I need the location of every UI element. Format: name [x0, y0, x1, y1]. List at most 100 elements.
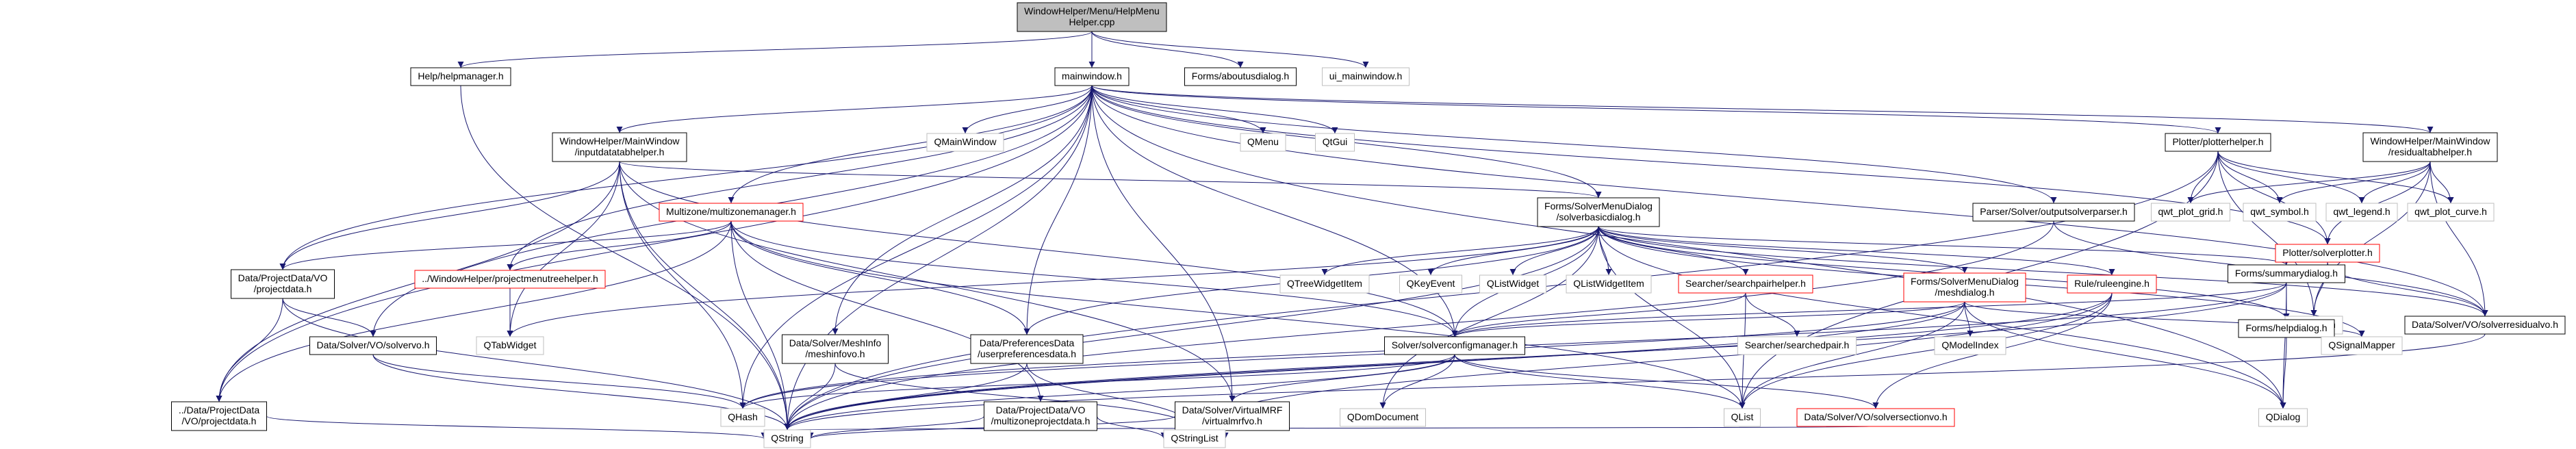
- node-box: [1566, 274, 1652, 294]
- edge-mainwindow-to-virtualmrf: [1091, 85, 1236, 402]
- edge-mainwindow-to-qstring: [784, 85, 1093, 431]
- node-helpdialog[interactable]: Forms/helpdialog.h: [2238, 319, 2335, 338]
- edge-residualtabhelper-to-qwt-plot-grid: [2187, 161, 2431, 204]
- node-residualtabhelper[interactable]: WindowHelper/MainWindow/residualtabhelpe…: [2362, 132, 2498, 162]
- node-solverconfigmanager[interactable]: Solver/solverconfigmanager.h: [1384, 336, 1525, 355]
- edge-solverbasicdialog-to-meshdialog: [1598, 226, 1968, 274]
- node-searchedpair: Searcher/searchedpair.h: [1737, 336, 1857, 355]
- edge-solverbasicdialog-to-ruleengine: [1598, 226, 2115, 276]
- edge-residualtabhelper-to-qwt-symbol: [2276, 161, 2431, 204]
- node-label: /meshinfovo.h: [805, 348, 865, 359]
- node-solvervo[interactable]: Data/Solver/VO/solvervo.h: [309, 336, 437, 355]
- node-qkeyevent: QKeyEvent: [1399, 274, 1462, 294]
- node-box: [2404, 316, 2566, 335]
- node-label: Forms/summarydialog.h: [2235, 268, 2338, 279]
- node-box: [2258, 408, 2308, 427]
- node-label: ui_mainwindow.h: [1329, 70, 1403, 81]
- node-box: [1340, 408, 1426, 427]
- node-label: QString: [771, 433, 803, 444]
- node-qwt-legend: qwt_legend.h: [2325, 203, 2398, 222]
- node-aboutusdialog[interactable]: Forms/aboutusdialog.h: [1184, 67, 1297, 86]
- edge-mainwindow-to-qtgui: [1091, 85, 1338, 134]
- node-qstringlist: QStringList: [1163, 429, 1226, 448]
- edge-inputdatatabhelper-to-solverconfigmanager: [619, 161, 1458, 337]
- node-qwt-symbol: qwt_symbol.h: [2243, 203, 2317, 222]
- edge-mainwindow-to-projectdata: [279, 85, 1093, 270]
- node-searchpairhelper[interactable]: Searcher/searchpairhelper.h: [1678, 274, 1813, 294]
- node-label: Forms/helpdialog.h: [2245, 322, 2327, 333]
- node-multizonemanager[interactable]: Multizone/multizonemanager.h: [659, 203, 804, 222]
- node-box: [1279, 274, 1370, 294]
- node-outputsolverparser[interactable]: Parser/Solver/outputsolverparser.h: [1972, 203, 2135, 222]
- node-projectdata[interactable]: Data/ProjectData/VO/projectdata.h: [231, 269, 335, 299]
- node-box: [926, 133, 1004, 152]
- node-summarydialog[interactable]: Forms/summarydialog.h: [2228, 264, 2345, 283]
- edge-mainwindow-to-qdialog: [1091, 85, 2286, 409]
- node-label: /userpreferencesdata.h: [978, 348, 1076, 359]
- node-meshdialog[interactable]: Forms/SolverMenuDialog/meshdialog.h: [1903, 272, 2026, 303]
- edge-mainwindow-to-meshinfo: [832, 85, 1093, 335]
- node-label: QDialog: [2266, 411, 2301, 422]
- node-label: QTreeWidgetItem: [1287, 278, 1362, 289]
- node-label: Data/ProjectData/VO: [996, 405, 1086, 415]
- node-label: QDomDocument: [1347, 411, 1418, 422]
- node-userpreferencesdata[interactable]: Data/PreferencesData/userpreferencesdata…: [970, 334, 1084, 364]
- node-label: Data/PreferencesData: [980, 337, 1075, 348]
- node-mainwindow[interactable]: mainwindow.h: [1054, 67, 1130, 86]
- node-solverresidualvo[interactable]: Data/Solver/VO/solverresidualvo.h: [2404, 316, 2566, 335]
- node-label: QModelIndex: [1941, 339, 1998, 350]
- node-label: Helper.cpp: [1069, 16, 1115, 27]
- edge-helpdialog-to-qdialog: [2280, 337, 2287, 409]
- node-projectmenutreehelper[interactable]: ../WindowHelper/projectmenutreehelper.h: [414, 270, 606, 289]
- node-label: Data/Solver/VO/solverresidualvo.h: [2412, 319, 2558, 330]
- node-box: [782, 334, 889, 364]
- node-solversectionvo[interactable]: Data/Solver/VO/solversectionvo.h: [1796, 408, 1955, 427]
- edge-solverbasicdialog-to-qtreewidgetitem: [1321, 226, 1599, 276]
- node-projectdata-rel[interactable]: ../Data/ProjectData/VO/projectdata.h: [171, 401, 267, 431]
- edge-root-to-ui-mainwindow: [1091, 31, 1369, 68]
- node-box: [1737, 336, 1857, 355]
- node-solverbasicdialog[interactable]: Forms/SolverMenuDialog/solverbasicdialog…: [1537, 197, 1660, 227]
- node-label: QListWidgetItem: [1573, 278, 1644, 289]
- node-label: qwt_plot_grid.h: [2158, 206, 2223, 217]
- node-inputdatatabhelper[interactable]: WindowHelper/MainWindow/inputdatatabhelp…: [552, 132, 687, 162]
- node-box: [2228, 264, 2345, 283]
- node-label: Parser/Solver/outputsolverparser.h: [1980, 206, 2128, 217]
- node-solverplotter[interactable]: Plotter/solverplotter.h: [2275, 244, 2380, 263]
- node-plotterhelper[interactable]: Plotter/plotterhelper.h: [2165, 133, 2271, 152]
- node-label: QTabWidget: [483, 339, 536, 350]
- node-label: WindowHelper/MainWindow: [2370, 136, 2490, 146]
- node-box: [2321, 336, 2403, 355]
- node-ruleengine[interactable]: Rule/ruleengine.h: [2067, 274, 2157, 294]
- node-qwt-plot-curve: qwt_plot_curve.h: [2407, 203, 2495, 222]
- node-label: /solverbasicdialog.h: [1557, 211, 1641, 222]
- edge-meshdialog-to-solverconfigmanager: [1451, 301, 1965, 337]
- node-qhash: QHash: [720, 408, 765, 427]
- node-label: Rule/ruleengine.h: [2074, 278, 2150, 289]
- node-qlistwidget: QListWidget: [1479, 274, 1546, 294]
- edge-solversectionvo-to-qstring: [787, 422, 1876, 431]
- edge-solverconfigmanager-to-qdomdocument: [1379, 354, 1455, 409]
- node-virtualmrf[interactable]: Data/Solver/VirtualMRF/virtualmrfvo.h: [1175, 401, 1290, 431]
- edge-solverconfigmanager-to-solversectionvo: [1454, 354, 1879, 409]
- node-box: [763, 429, 811, 448]
- edge-multizonemanager-to-userpreferencesdata: [730, 220, 1030, 335]
- node-label: Solver/solverconfigmanager.h: [1392, 339, 1518, 350]
- edge-searchpairhelper-to-searchedpair: [1745, 292, 1800, 337]
- edge-inputdatatabhelper-to-projectdata: [279, 161, 620, 270]
- edge-mainwindow-to-outputsolverparser: [1091, 85, 2057, 204]
- node-qdialog: QDialog: [2258, 408, 2308, 427]
- node-box: [1479, 274, 1546, 294]
- edge-solverbasicdialog-to-searchpairhelper: [1598, 226, 1749, 276]
- node-box: [231, 269, 335, 299]
- edge-summarydialog-to-qstring: [784, 282, 2287, 431]
- node-multizoneprojectdata[interactable]: Data/ProjectData/VO/multizoneprojectdata…: [984, 401, 1097, 431]
- node-qdomdocument: QDomDocument: [1340, 408, 1426, 427]
- node-meshinfo[interactable]: Data/Solver/MeshInfo/meshinfovo.h: [782, 334, 889, 364]
- edge-ruleengine-to-qstring: [784, 292, 2113, 431]
- node-label: /multizoneprojectdata.h: [991, 415, 1091, 426]
- node-box: [552, 132, 687, 162]
- node-qtreewidgetitem: QTreeWidgetItem: [1279, 274, 1370, 294]
- node-helpmanager[interactable]: Help/helpmanager.h: [410, 67, 511, 86]
